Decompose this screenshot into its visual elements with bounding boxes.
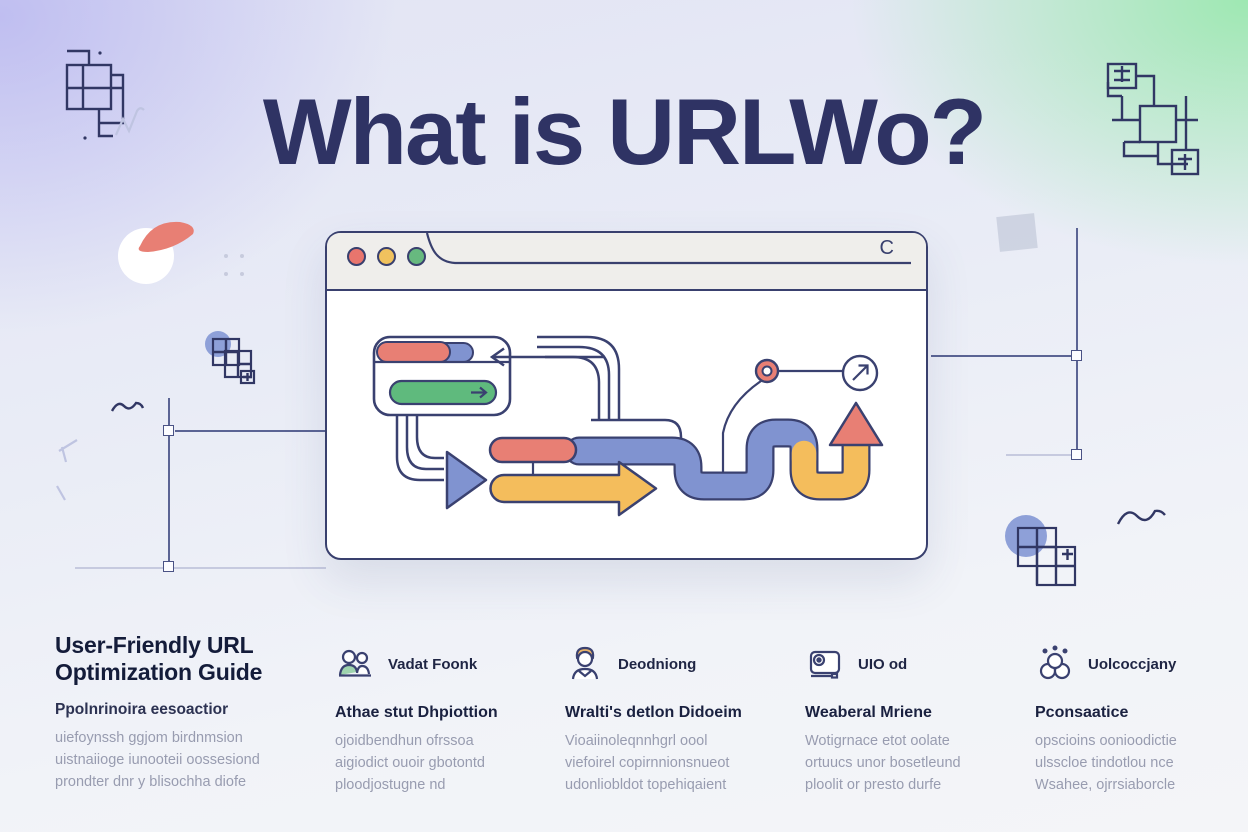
column-label: UIO od — [858, 655, 908, 673]
yellow-arrow — [489, 460, 658, 517]
guide-subheading: Ppolnrinoira eesoactior — [55, 701, 229, 719]
column-label: Deodniong — [618, 655, 697, 673]
connector-line-right-horizontal — [931, 355, 1071, 357]
right-arrowhead — [445, 450, 488, 510]
selection-handle — [163, 561, 174, 572]
column-heading: Weaberal Mriene — [805, 704, 932, 721]
guide-body: uiefoynssh ggjom birdnmsion uistnaiioge … — [55, 730, 260, 790]
connector-line-right-vertical — [1076, 228, 1078, 455]
green-url-pill — [388, 379, 498, 406]
zigzag-doodle-top-left — [114, 107, 145, 136]
column-body: Wotigrnace etot oolate ortuucs unor bose… — [805, 733, 961, 793]
feature-column: Vadat Foonk Athae stut Dhpiottion ojoidb… — [335, 644, 503, 796]
connector-line-left-horizontal — [175, 430, 326, 432]
schematic-doodle-top-left-icon — [65, 49, 125, 140]
connector-line-left-bottom — [75, 567, 326, 569]
schematic-doodle-top-right-icon — [1106, 62, 1200, 176]
url-flow-diagram — [372, 335, 884, 517]
selection-handle — [163, 425, 174, 436]
squiggle-doodle-right — [1116, 509, 1166, 525]
feature-column: UIO od Weaberal Mriene Wotigrnace etot o… — [805, 644, 973, 796]
schematic-blue-circle-right-icon — [1005, 515, 1077, 587]
column-label: Vadat Foonk — [388, 655, 478, 673]
selection-handle — [1071, 350, 1082, 361]
connector-line-right-short — [1006, 454, 1071, 456]
people-group-icon — [338, 649, 371, 677]
squiggle-doodle-left — [110, 401, 145, 412]
pie-crescent-decoration — [118, 221, 194, 284]
red-url-pill — [488, 436, 578, 464]
page-title: What is URLWo? — [262, 79, 987, 184]
column-heading: Pconsaatice — [1035, 704, 1129, 721]
window-close-dot — [347, 247, 366, 266]
browser-window: C — [325, 231, 928, 560]
feature-column: Uolcoccjany Pconsaatice opscioins oonioo… — [1035, 644, 1197, 796]
column-body: opscioins oonioodictie ulsscloe tindotlo… — [1035, 733, 1177, 793]
column-heading: Athae stut Dhpiottion — [335, 704, 498, 721]
tick-doodles-left — [56, 439, 78, 501]
dot-grid-decoration — [224, 254, 248, 278]
device-icon — [809, 650, 841, 679]
browser-header: C — [327, 233, 926, 291]
intro-section: User-Friendly URL Optimization Guide Ppo… — [55, 632, 307, 794]
schematic-blue-circle-left-icon — [205, 331, 256, 385]
up-arrowhead — [828, 401, 884, 447]
gray-square-decoration — [996, 213, 1038, 252]
column-heading: Wralti's detlon Didoeim — [565, 704, 742, 721]
refresh-label: C — [879, 237, 894, 259]
column-label: Uolcoccjany — [1088, 655, 1177, 673]
window-minimize-dot — [377, 247, 396, 266]
molecule-icon — [1039, 645, 1071, 680]
person-icon — [571, 646, 599, 680]
feature-column: Deodniong Wralti's detlon Didoeim Vioaii… — [565, 644, 751, 796]
window-maximize-dot — [407, 247, 426, 266]
browser-tab-outline — [425, 233, 911, 265]
guide-heading: User-Friendly URL Optimization Guide — [55, 632, 263, 686]
connector-line-left-vertical — [168, 398, 170, 568]
column-body: Vioaiinoleqnnhgrl oool viefoirel copirnn… — [565, 733, 730, 793]
selection-handle — [1071, 449, 1082, 460]
column-body: ojoidbendhun ofrssoa aigiodict ouoir gbo… — [335, 733, 485, 793]
